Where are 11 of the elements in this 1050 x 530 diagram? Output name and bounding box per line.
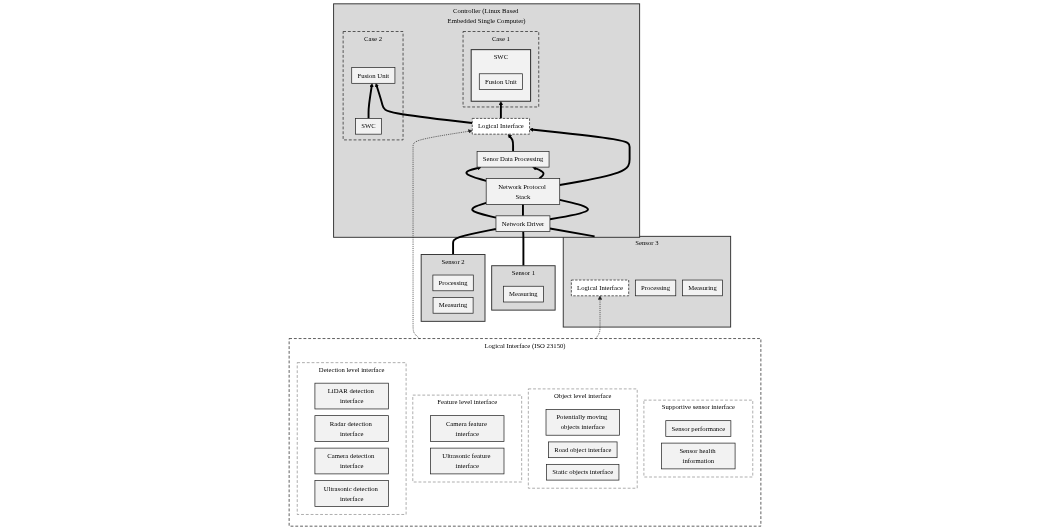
connector [549, 227, 596, 238]
connector [471, 201, 497, 219]
arrow [367, 83, 374, 120]
connector [452, 228, 497, 256]
arrow [465, 166, 488, 182]
connector [522, 203, 524, 217]
arrow [507, 134, 515, 153]
arrow [375, 83, 474, 124]
connector [522, 230, 525, 267]
connector [549, 198, 589, 221]
arrow [498, 101, 503, 120]
